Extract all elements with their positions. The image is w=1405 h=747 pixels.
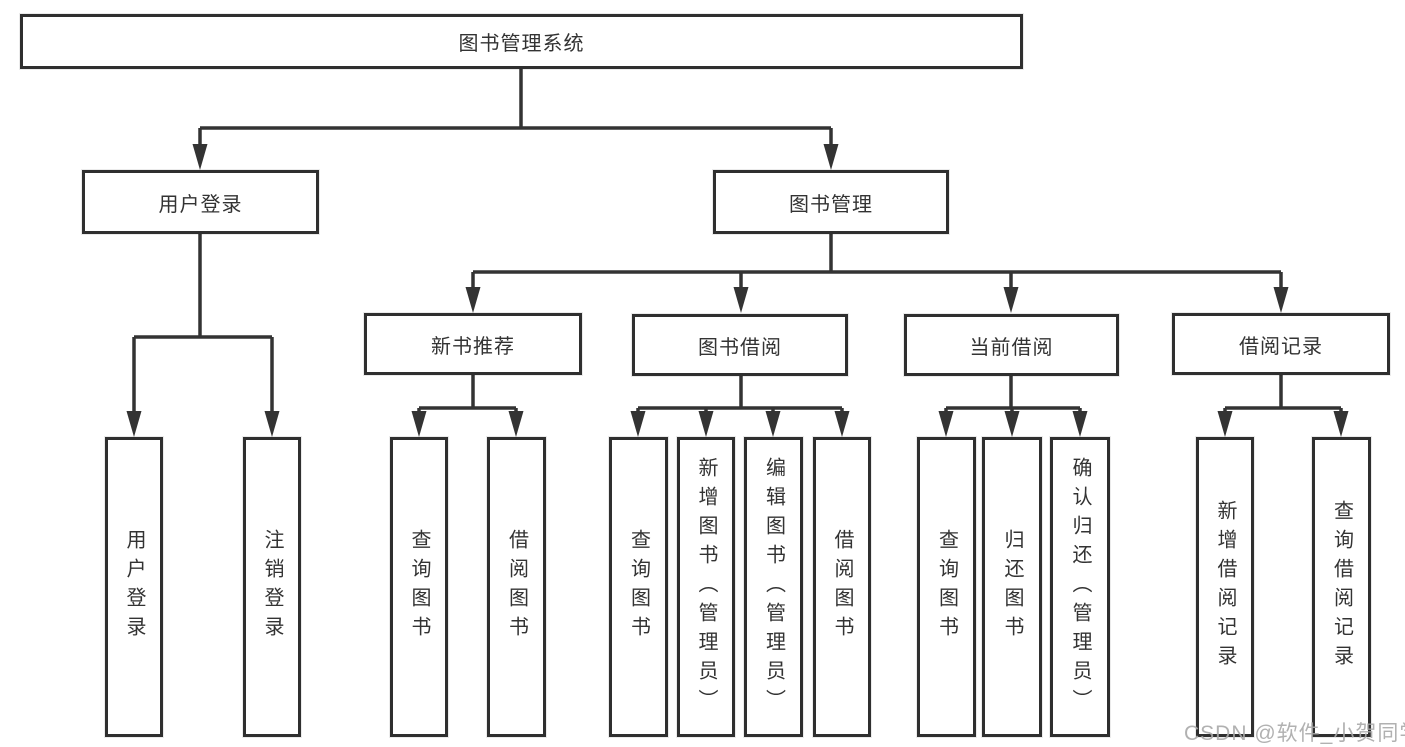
node-current-borrowing: 当前借阅 — [904, 314, 1119, 376]
leaf-label: 编辑图书（管理员） — [762, 456, 785, 718]
leaf-label: 查询图书 — [935, 529, 958, 645]
csdn-watermark: CSDN @软件_小贺同学 — [1184, 722, 1405, 745]
node-leaf-add-book-admin: 新增图书（管理员） — [677, 437, 735, 737]
node-library-management-system: 图书管理系统 — [20, 14, 1023, 69]
node-borrowing-records: 借阅记录 — [1172, 313, 1390, 375]
node-leaf-borrow-books-1: 借阅图书 — [487, 437, 546, 737]
node-leaf-query-borrow-record: 查询借阅记录 — [1312, 437, 1371, 737]
leaf-label: 新增借阅记录 — [1214, 500, 1236, 674]
leaf-label: 借阅图书 — [505, 529, 528, 645]
leaf-label: 注销登录 — [261, 529, 283, 645]
leaf-label: 新增图书（管理员） — [695, 456, 717, 718]
leaf-label: 查询图书 — [627, 529, 650, 645]
node-book-borrowing: 图书借阅 — [632, 314, 848, 376]
leaf-label: 查询借阅记录 — [1330, 500, 1353, 674]
node-leaf-query-books-2: 查询图书 — [609, 437, 668, 737]
node-leaf-edit-book-admin: 编辑图书（管理员） — [744, 437, 803, 737]
leaf-label: 查询图书 — [408, 529, 430, 645]
node-leaf-logout: 注销登录 — [243, 437, 301, 737]
node-leaf-confirm-return-admin: 确认归还（管理员） — [1050, 437, 1110, 737]
leaf-label: 用户登录 — [123, 529, 145, 645]
leaf-label: 借阅图书 — [831, 529, 853, 645]
node-leaf-query-books-3: 查询图书 — [917, 437, 976, 737]
node-leaf-user-login: 用户登录 — [105, 437, 163, 737]
node-leaf-return-books: 归还图书 — [982, 437, 1042, 737]
node-new-book-recommend: 新书推荐 — [364, 313, 582, 375]
node-user-login: 用户登录 — [82, 170, 319, 234]
leaf-label: 确认归还（管理员） — [1069, 456, 1091, 718]
node-leaf-query-books-1: 查询图书 — [390, 437, 448, 737]
node-leaf-add-borrow-record: 新增借阅记录 — [1196, 437, 1254, 737]
node-book-management: 图书管理 — [713, 170, 949, 234]
node-leaf-borrow-books-2: 借阅图书 — [813, 437, 871, 737]
leaf-label: 归还图书 — [1001, 529, 1023, 645]
